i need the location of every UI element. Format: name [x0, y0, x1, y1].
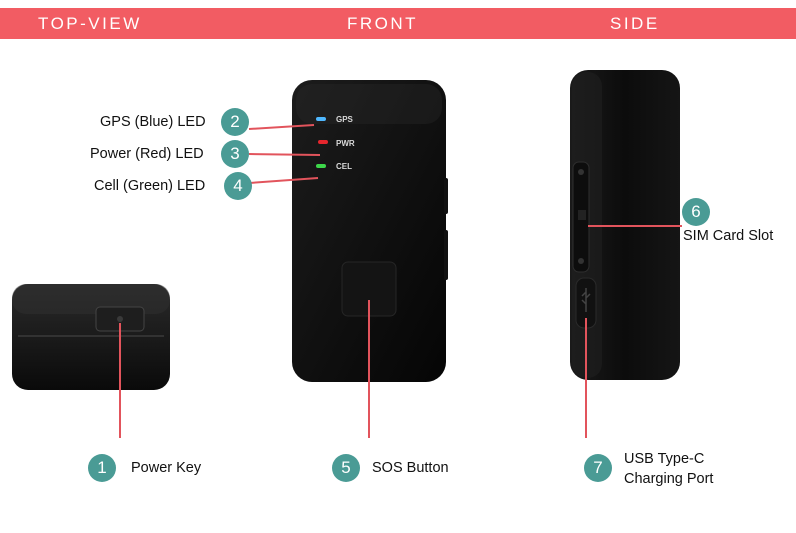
- callout-badge-7: 7: [584, 454, 612, 482]
- gps-led-icon: [316, 117, 326, 121]
- usb-port-label-line2: Charging Port: [624, 471, 714, 487]
- callout-badge-2: 2: [221, 108, 249, 136]
- callout-badge-6: 6: [682, 198, 710, 226]
- callout-badge-3: 3: [221, 140, 249, 168]
- top-view-device: [12, 284, 170, 390]
- usb-icon: [581, 288, 591, 312]
- power-key-label: Power Key: [131, 460, 202, 476]
- usb-port-label: USB Type-C Charging Port: [624, 449, 713, 489]
- callout-badge-4: 4: [224, 172, 252, 200]
- cel-led-icon: [316, 164, 326, 168]
- power-led-label: Power (Red) LED: [90, 146, 204, 162]
- callout-badge-1: 1: [88, 454, 116, 482]
- section-header-bar: TOP-VIEW FRONT SIDE: [0, 8, 796, 39]
- pwr-led-icon: [318, 140, 328, 144]
- cell-led-label: Cell (Green) LED: [94, 178, 206, 194]
- usb-port-label-line1: USB Type-C: [624, 451, 705, 467]
- side-view-heading: SIDE: [610, 14, 660, 33]
- sos-button-label: SOS Button: [372, 460, 449, 476]
- pwr-led-text: PWR: [336, 139, 355, 148]
- front-view-heading: FRONT: [347, 14, 419, 33]
- gps-led-label: GPS (Blue) LED: [100, 114, 206, 130]
- top-view-heading: TOP-VIEW: [38, 14, 142, 33]
- front-view-device: GPS PWR CEL: [292, 80, 448, 382]
- cel-led-text: CEL: [336, 162, 352, 171]
- callout-badge-5: 5: [332, 454, 360, 482]
- sim-card-slot-label: SIM Card Slot: [683, 228, 774, 244]
- gps-led-text: GPS: [336, 115, 354, 124]
- callout-lines: [119, 124, 682, 438]
